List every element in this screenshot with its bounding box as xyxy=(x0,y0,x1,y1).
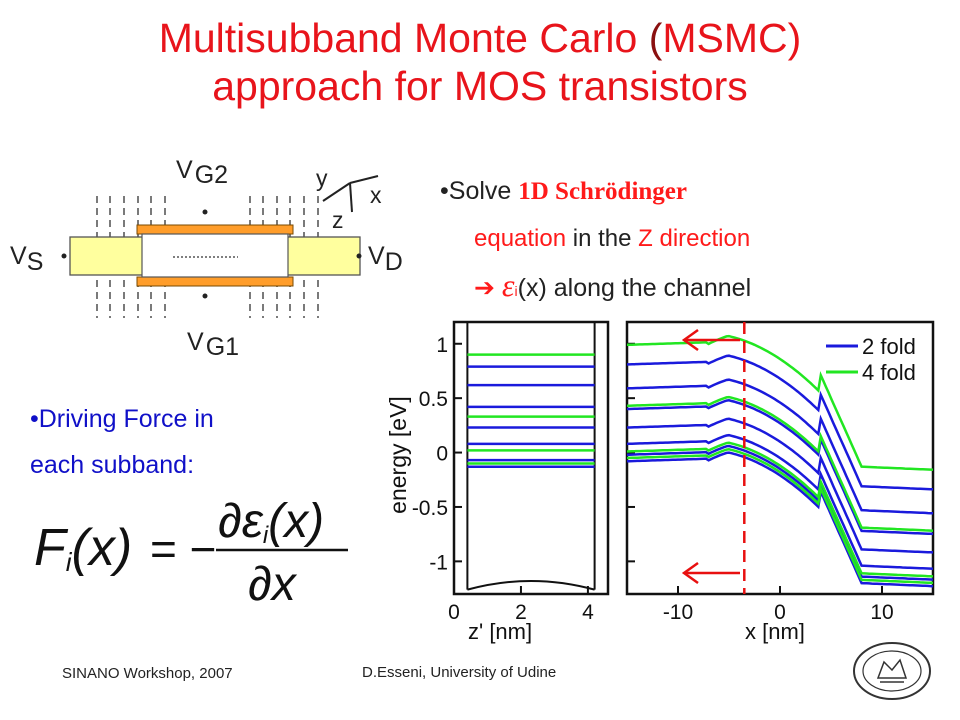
y-tick-label: 0.5 xyxy=(419,388,448,411)
equation-text: equation xyxy=(474,225,567,252)
legend-2fold: 2 fold xyxy=(862,334,916,359)
axis-y-label: y xyxy=(316,165,328,191)
subband-profile xyxy=(626,378,934,515)
x-axis-label-left: z' [nm] xyxy=(468,619,532,644)
x-tick-label: -10 xyxy=(663,601,693,624)
axis-x-label: x xyxy=(370,182,382,208)
title-text-b: MSMC) xyxy=(662,15,802,61)
coordinate-axes xyxy=(322,175,379,213)
legend: 2 fold 4 fold xyxy=(826,334,916,385)
x-tick-label: 2 xyxy=(515,601,527,624)
formula-num-sub: i xyxy=(263,522,269,549)
vd-label: VD xyxy=(368,242,403,276)
schrodinger-text: 1D Schrödinger xyxy=(518,178,687,205)
subband-profile xyxy=(627,334,934,472)
svg-text:∂εi(x): ∂εi(x) xyxy=(218,495,324,549)
formula-partial: ∂ xyxy=(218,495,242,548)
legend-4fold: 4 fold xyxy=(862,360,916,385)
title-line2: approach for MOS transistors xyxy=(212,63,748,109)
footer-author: D.Esseni, University of Udine xyxy=(362,664,557,681)
vg2-label: VG2 xyxy=(176,156,228,189)
arrow-icon: ➔ xyxy=(474,274,495,302)
force-formula: Fi(x) = − ∂εi(x) ∂x xyxy=(34,495,348,611)
formula-F: F xyxy=(34,519,69,577)
along-channel-text: (x) along the channel xyxy=(517,274,752,302)
vg1-label: VG1 xyxy=(187,328,239,361)
x-axis-label-right: x [nm] xyxy=(745,619,805,644)
left-plot: 1 0.5 0 -0.5 -1 0 2 4 xyxy=(412,322,596,624)
y-tick-label: 1 xyxy=(436,334,448,357)
epsilon-symbol: ε xyxy=(501,267,515,303)
page-title: Multisubband Monte Carlo (MSMC) approach… xyxy=(0,14,960,110)
bullet-driving-force: •Driving Force in each subband: xyxy=(30,396,214,488)
subband-profile xyxy=(626,395,934,532)
well-bottom-curve xyxy=(467,579,595,591)
y-tick-label: -0.5 xyxy=(412,497,448,520)
driving-force-line1: •Driving Force in xyxy=(30,405,214,433)
driving-force-line2: each subband: xyxy=(30,451,195,479)
formula-lhs-arg: (x) xyxy=(72,519,133,577)
bullet-dot: • xyxy=(440,177,449,205)
subscript-i: i xyxy=(514,283,518,299)
subband-profile xyxy=(627,354,934,491)
subband-profile xyxy=(627,444,934,581)
vs-label: VS xyxy=(10,242,43,276)
top-gate xyxy=(136,224,294,235)
x-tick-label: 0 xyxy=(774,601,786,624)
formula-epsilon: ε xyxy=(242,495,264,548)
z-direction-text: Z direction xyxy=(638,225,751,252)
title-text: Multisubband Monte Carlo xyxy=(158,15,649,61)
bullet-schrodinger: •Solve 1D Schrödinger equation in the Z … xyxy=(440,168,751,315)
subband-profile xyxy=(627,417,934,554)
solve-text: Solve xyxy=(448,177,519,205)
subband-profile xyxy=(626,448,934,585)
in-the-text: in the xyxy=(566,225,639,252)
subband-profile xyxy=(626,451,934,588)
y-tick-label: 0 xyxy=(436,443,448,466)
bottom-gate xyxy=(136,276,294,287)
x-tick-label: 4 xyxy=(582,601,594,624)
formula-sub-i: i xyxy=(66,547,73,577)
subband-profile xyxy=(627,399,934,536)
title-paren: ( xyxy=(648,15,663,61)
formula-denominator: ∂x xyxy=(248,558,298,611)
left-plot-frame xyxy=(452,320,610,596)
x-tick-label: 0 xyxy=(448,601,460,624)
y-axis-label: energy [eV] xyxy=(385,396,411,514)
y-tick-label: -1 xyxy=(429,551,448,574)
right-plot: -10 0 10 xyxy=(626,322,934,624)
device-diagram: VG2 VG1 VS VD y x z xyxy=(10,156,403,361)
university-seal-logo xyxy=(853,642,931,700)
footer-event: SINANO Workshop, 2007 xyxy=(62,665,233,682)
formula-equals: = − xyxy=(150,523,217,575)
subband-profile xyxy=(626,441,934,578)
formula-num-arg: (x) xyxy=(268,495,324,548)
channel-box xyxy=(141,233,289,278)
subband-profile xyxy=(626,433,934,571)
axis-z-label: z xyxy=(332,207,344,233)
red-arrows xyxy=(681,328,740,585)
svg-text:Fi(x): Fi(x) xyxy=(34,519,132,577)
x-tick-label: 10 xyxy=(870,601,893,624)
